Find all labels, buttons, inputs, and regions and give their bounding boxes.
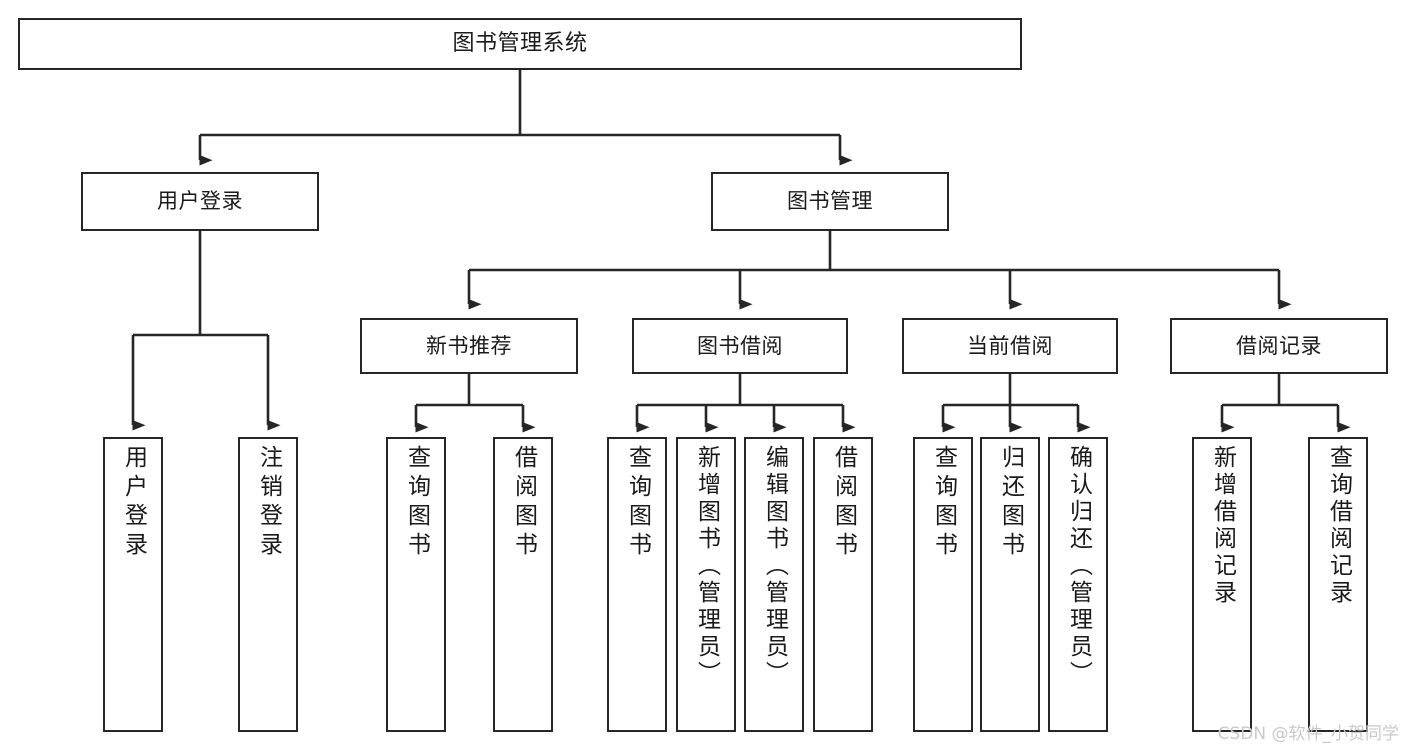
node-label: 查询图书 (930, 445, 957, 561)
node-root-system[interactable]: 图书管理系统 (18, 18, 1022, 70)
leaf-borrow-query-book[interactable]: 查询图书 (607, 437, 667, 732)
node-label: 归还图书 (997, 445, 1024, 561)
node-label: 新增借阅记录 (1209, 445, 1236, 607)
node-label: 查询图书 (403, 445, 430, 561)
node-label: 当前借阅 (967, 333, 1053, 358)
node-label: 确认归还（管理员） (1065, 445, 1092, 688)
node-label: 图书借阅 (697, 333, 783, 358)
node-current-borrow[interactable]: 当前借阅 (902, 318, 1118, 374)
leaf-user-login-login[interactable]: 用户登录 (103, 437, 163, 732)
node-label: 图书管理 (787, 189, 873, 214)
leaf-current-return-book[interactable]: 归还图书 (980, 437, 1040, 732)
node-borrow-record[interactable]: 借阅记录 (1170, 318, 1388, 374)
node-label: 用户登录 (120, 445, 147, 561)
node-label: 图书管理系统 (452, 31, 588, 57)
leaf-user-login-logout[interactable]: 注销登录 (238, 437, 298, 732)
node-label: 新书推荐 (426, 333, 512, 358)
node-label: 借阅记录 (1236, 333, 1322, 358)
leaf-recommend-query-book[interactable]: 查询图书 (386, 437, 446, 732)
node-book-management[interactable]: 图书管理 (711, 172, 949, 231)
node-label: 借阅图书 (830, 445, 857, 561)
node-label: 用户登录 (157, 189, 243, 214)
watermark-text: CSDN @软件_小贺同学 (1217, 724, 1399, 744)
leaf-current-confirm-return-admin[interactable]: 确认归还（管理员） (1048, 437, 1108, 732)
node-label: 借阅图书 (510, 445, 537, 561)
node-user-login[interactable]: 用户登录 (81, 172, 319, 231)
leaf-borrow-edit-book-admin[interactable]: 编辑图书（管理员） (744, 437, 804, 732)
node-new-book-recommend[interactable]: 新书推荐 (360, 318, 578, 374)
node-label: 编辑图书（管理员） (761, 445, 788, 688)
leaf-record-query-record[interactable]: 查询借阅记录 (1308, 437, 1368, 732)
leaf-record-add-record[interactable]: 新增借阅记录 (1192, 437, 1252, 732)
node-book-borrow[interactable]: 图书借阅 (632, 318, 848, 374)
node-label: 查询图书 (624, 445, 651, 561)
node-label: 新增图书（管理员） (693, 445, 720, 688)
leaf-borrow-add-book-admin[interactable]: 新增图书（管理员） (676, 437, 736, 732)
node-label: 注销登录 (255, 445, 282, 561)
leaf-recommend-borrow-book[interactable]: 借阅图书 (493, 437, 553, 732)
node-label: 查询借阅记录 (1325, 445, 1352, 607)
leaf-current-query-book[interactable]: 查询图书 (913, 437, 973, 732)
leaf-borrow-borrow-book[interactable]: 借阅图书 (813, 437, 873, 732)
